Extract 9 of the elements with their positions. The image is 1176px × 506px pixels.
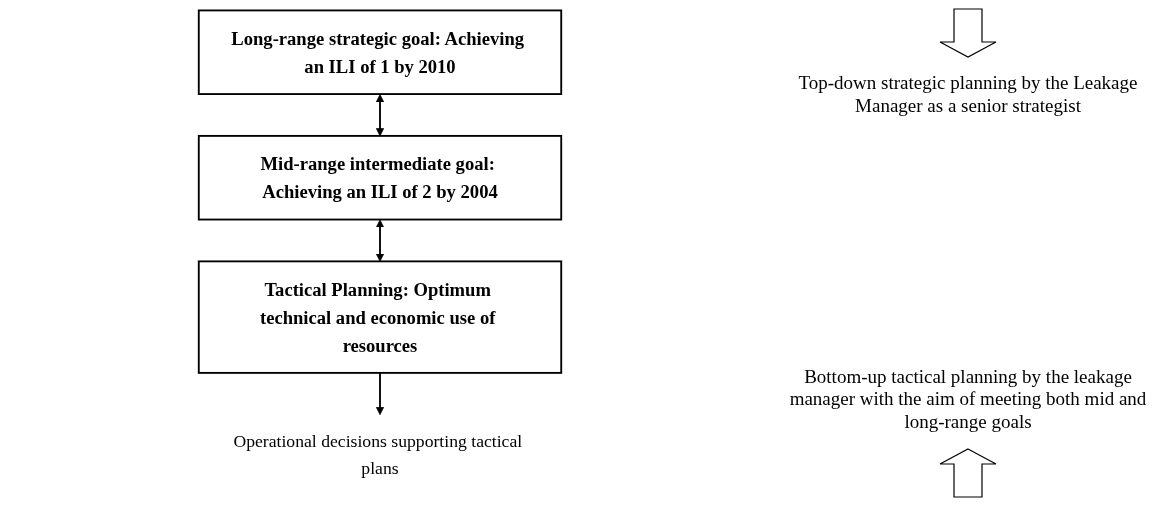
node-box: Long-range strategic goal: Achieving an ILI of 1 by 2010 bbox=[197, 9, 563, 95]
note-text: Bottom-up tactical planning by the leakage manager with the aim of meeting both mid and long-range goals bbox=[788, 365, 1148, 434]
note-text: Top-down strategic planning by the Leakage Manager as a senior strategist bbox=[797, 72, 1139, 118]
arrow bbox=[375, 94, 385, 137]
arrow bbox=[375, 371, 385, 416]
node-box: Tactical Planning: Optimum technical and economic use of resources bbox=[197, 260, 563, 374]
node-box: Mid-range intermediate goal: Achieving an ILI of 2 by 2004 bbox=[197, 134, 563, 221]
arrow bbox=[375, 219, 385, 262]
node-text: Operational decisions supporting tactical plans bbox=[233, 431, 523, 478]
